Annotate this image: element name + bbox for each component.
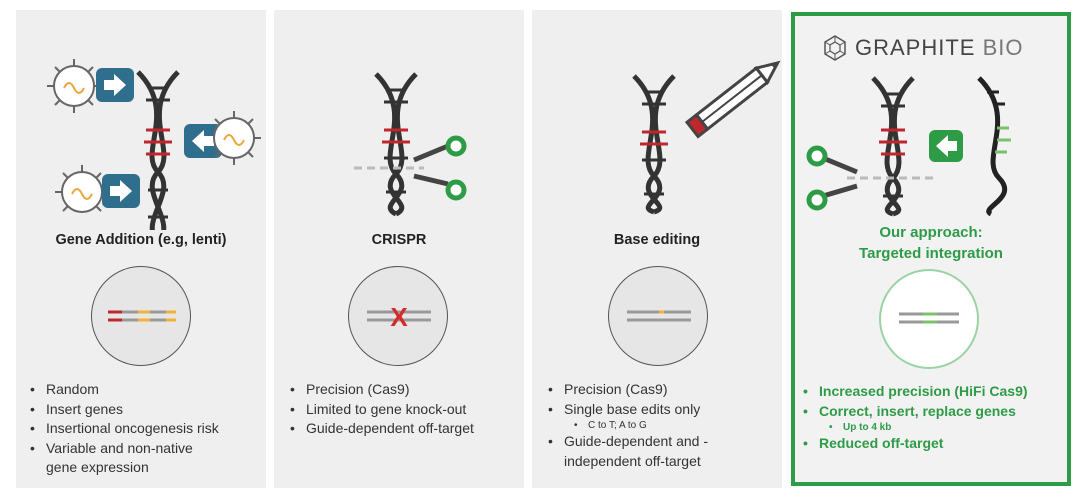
list-item: Insert genes xyxy=(30,400,219,420)
virus-icon xyxy=(55,165,109,213)
logo-text: GRAPHITE BIO xyxy=(855,34,1024,62)
feature-list: Increased precision (HiFi Cas9) Correct,… xyxy=(803,382,1028,454)
dna-helix-icon xyxy=(374,72,418,217)
panel-title: Base editing xyxy=(613,232,701,248)
half-dna-icon xyxy=(977,76,1011,217)
panel-gene-addition: Gene Addition (e.g, lenti) Random Insert… xyxy=(16,10,266,488)
list-item: Guide-dependent and - xyxy=(548,432,708,452)
genome-circle xyxy=(608,266,708,366)
panel-crispr: CRISPR X Precision (Cas9) Limited to gen… xyxy=(274,10,524,488)
list-item: Reduced off-target xyxy=(803,434,1028,454)
list-item: Correct, insert, replace genes xyxy=(803,402,1028,422)
arrow-left-icon xyxy=(184,124,222,158)
scissors-icon xyxy=(413,135,467,201)
insertion-diagram xyxy=(108,310,176,322)
list-item: Precision (Cas9) xyxy=(548,380,708,400)
logo-name: GRAPHITE xyxy=(855,35,976,60)
cut-mark: X xyxy=(390,302,408,332)
list-item: Guide-dependent off-target xyxy=(290,419,474,439)
panel-title: CRISPR xyxy=(371,232,427,248)
list-subitem: C to T; A to G xyxy=(548,419,708,432)
list-item: gene expression xyxy=(46,459,149,475)
list-subitem: Up to 4 kb xyxy=(803,421,1028,434)
hexagon-logo-icon xyxy=(824,35,846,61)
virus-icon xyxy=(47,59,101,113)
panel-targeted-integration: GRAPHITE BIO xyxy=(791,12,1071,486)
title-line-1: Our approach: xyxy=(879,224,983,241)
list-item: Precision (Cas9) xyxy=(290,380,474,400)
base-editing-illustration xyxy=(632,60,781,215)
dna-helix-icon xyxy=(136,70,180,230)
arrow-left-icon xyxy=(929,130,963,162)
genome-circle xyxy=(879,269,979,369)
genome-circle xyxy=(91,266,191,366)
arrow-right-icon xyxy=(102,174,140,208)
dna-helix-icon xyxy=(871,76,915,217)
base-edit-diagram xyxy=(627,310,691,322)
feature-list: Precision (Cas9) Single base edits only … xyxy=(548,380,708,471)
panel-title: Gene Addition (e.g, lenti) xyxy=(55,232,227,248)
list-item: Insertional oncogenesis risk xyxy=(30,419,219,439)
list-item: independent off-target xyxy=(564,452,701,469)
dna-helix-icon xyxy=(632,74,676,215)
feature-list: Precision (Cas9) Limited to gene knock-o… xyxy=(290,380,474,439)
list-item: Random xyxy=(30,380,219,400)
panel-title: Our approach: Targeted integration xyxy=(795,222,1067,264)
list-item: Limited to gene knock-out xyxy=(290,400,474,420)
panel-base-editing: Base editing Precision (Cas9) Single bas… xyxy=(532,10,782,488)
integration-diagram xyxy=(899,312,959,324)
gene-addition-illustration xyxy=(47,59,261,230)
cut-diagram: X xyxy=(367,302,431,332)
genome-circle: X xyxy=(348,266,448,366)
virus-icon xyxy=(213,111,261,165)
feature-list: Random Insert genes Insertional oncogene… xyxy=(30,380,219,478)
title-line-2: Targeted integration xyxy=(859,245,1003,262)
targeted-integration-illustration xyxy=(806,76,1011,217)
pencil-icon xyxy=(684,60,781,139)
logo-suffix: BIO xyxy=(982,35,1024,60)
arrow-right-icon xyxy=(96,68,134,102)
crispr-illustration xyxy=(354,72,467,217)
list-item: Variable and non-native xyxy=(30,439,219,459)
list-item: Single base edits only xyxy=(548,400,708,420)
list-item: Increased precision (HiFi Cas9) xyxy=(803,382,1028,402)
scissors-icon xyxy=(806,145,858,211)
